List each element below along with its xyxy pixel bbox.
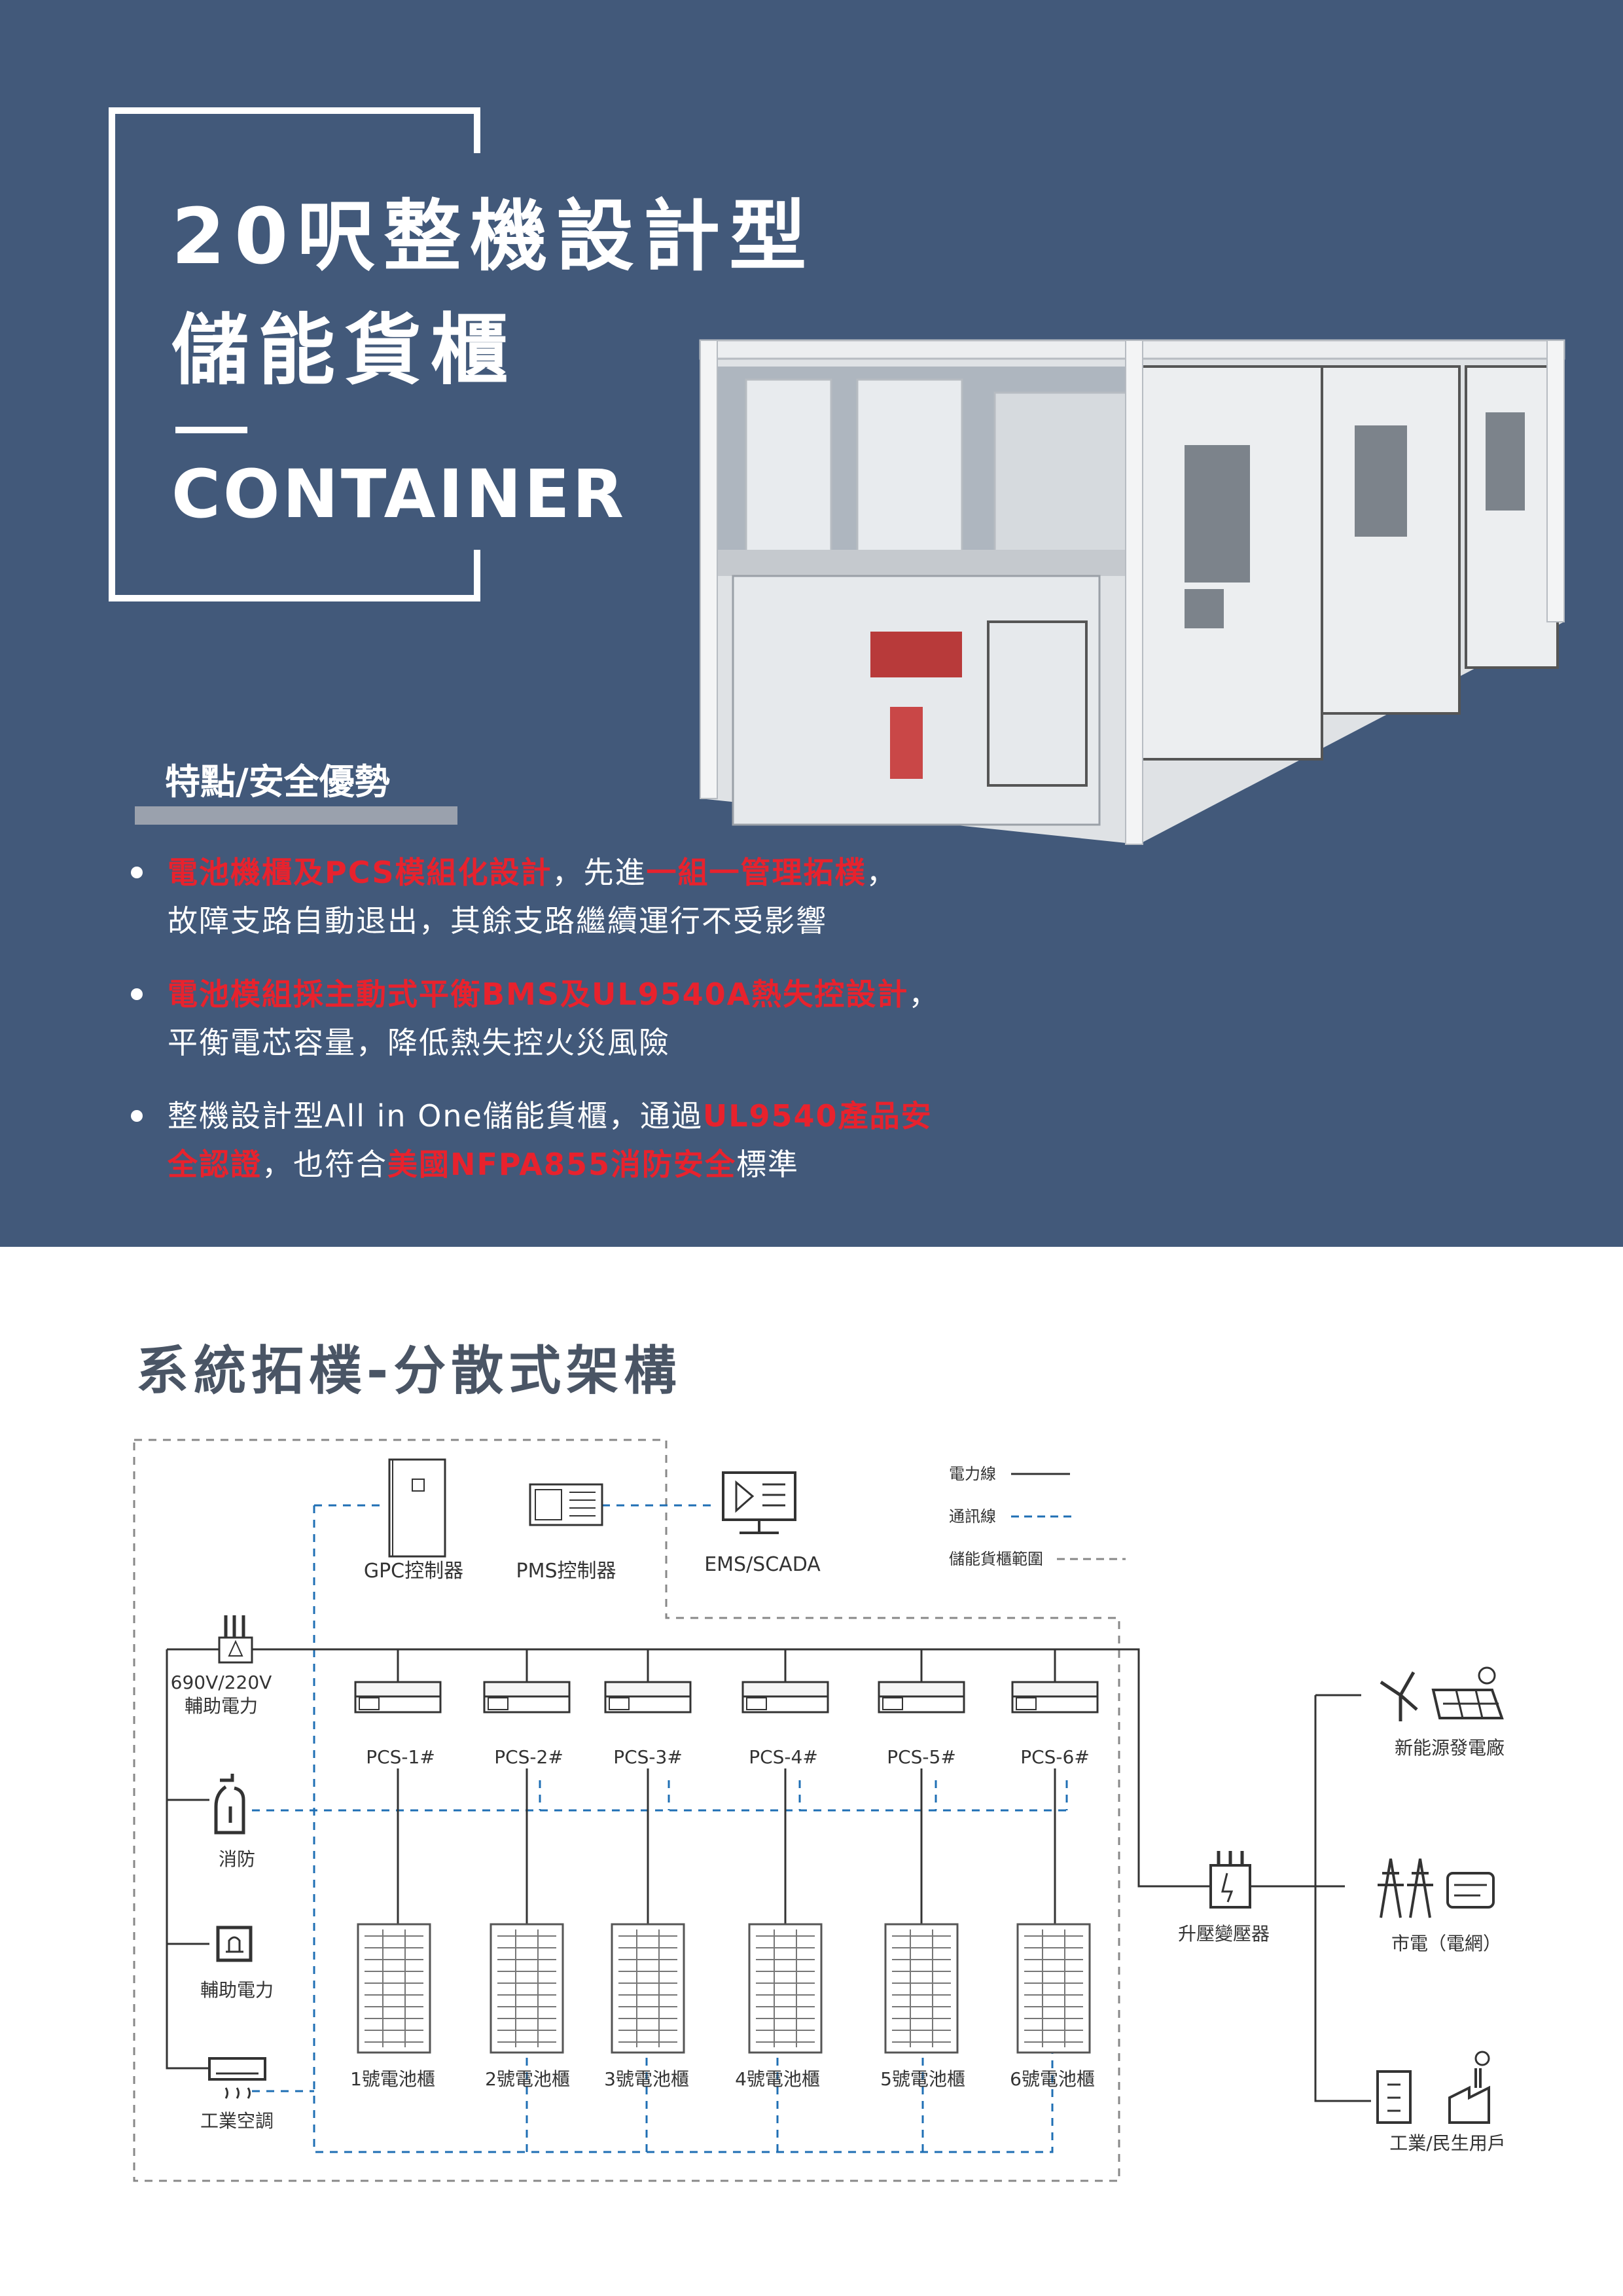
ems-label: EMS/SCADA	[704, 1553, 821, 1576]
power-lines	[166, 1648, 1371, 2102]
battery-rack-icon	[357, 1923, 431, 2054]
feature-item-1: 電池機櫃及PCS模組化設計，先進一組一管理拓樸， 故障支路自動退出，其餘支路繼續…	[131, 848, 995, 945]
title-divider	[175, 427, 247, 433]
gpc-label: GPC控制器	[364, 1560, 463, 1583]
air-conditioner-icon	[208, 2057, 266, 2099]
topology-diagram: GPC控制器 PMS控制器 EMS/SCADA 電力線 通訊線 儲能貨櫃範圍 6…	[133, 1439, 1506, 2182]
battery-label: 1號電池櫃	[350, 2068, 435, 2090]
aircon-label: 工業空調	[200, 2110, 274, 2132]
aux-power-label: 輔助電力	[185, 1695, 258, 1717]
feature-1-text-b: ，	[866, 855, 898, 890]
feature-line: 全認證，也符合美國NFPA855消防安全標準	[168, 1140, 995, 1189]
pcs-label: PCS-4#	[749, 1746, 818, 1768]
battery-rack-icon	[490, 1923, 564, 2054]
pcs-row: PCS-1# PCS-2# PCS-3# PCS-4# PCS-5# PCS-6…	[354, 1681, 1099, 1768]
battery-rack-icon	[748, 1923, 823, 2054]
frame-bottom	[109, 595, 480, 601]
feature-3-highlight-b: 全認證	[168, 1147, 262, 1182]
feature-line: 平衡電芯容量，降低熱失控火災風險	[168, 1018, 995, 1067]
renewable-label: 新能源發電廠	[1395, 1737, 1505, 1759]
feature-1-highlight-b: 一組一管理拓樸	[646, 855, 866, 890]
step-up-transformer-icon	[1209, 1851, 1251, 1909]
legend-comm-label: 通訊線	[949, 1507, 996, 1526]
wind-solar-icon	[1380, 1666, 1504, 1721]
aux-voltage-label: 690V/220V	[171, 1672, 272, 1693]
feature-1-highlight-a: 電池機櫃及PCS模組化設計	[168, 855, 552, 890]
bullet-dot	[131, 988, 143, 1000]
frame-right-bottom	[474, 550, 480, 601]
grid-tower-icon	[1378, 1858, 1495, 1918]
grid-label: 市電（電網）	[1391, 1933, 1501, 1954]
hero-section: 20呎整機設計型 儲能貨櫃 CONTAINER 特點/安全優勢	[0, 0, 1623, 1247]
fire-extinguisher-icon	[214, 1774, 245, 1835]
feature-2-line2: 平衡電芯容量，降低熱失控火災風險	[168, 1025, 670, 1060]
feature-1-text-a: ，先進	[552, 855, 647, 890]
ems-monitor-icon	[722, 1471, 796, 1534]
bullet-dot	[131, 867, 143, 878]
page-title-line1: 20呎整機設計型	[171, 191, 816, 281]
pcs-unit-icon	[604, 1681, 692, 1713]
battery-rack-icon	[884, 1923, 959, 2054]
features-underline	[135, 806, 457, 825]
frame-right-top	[474, 107, 480, 153]
topology-title: 系統拓樸-分散式架構	[136, 1340, 682, 1401]
page-title-line2: 儲能貨櫃	[171, 305, 518, 395]
battery-label: 6號電池櫃	[1010, 2068, 1095, 2090]
pcs-label: PCS-2#	[494, 1746, 563, 1768]
battery-label: 4號電池櫃	[735, 2068, 820, 2090]
pcs-label: PCS-1#	[366, 1746, 435, 1768]
feature-3-text-c: 標準	[736, 1147, 800, 1182]
pcs-unit-icon	[741, 1681, 829, 1713]
container-scope-boundary	[133, 1439, 1120, 2182]
battery-label: 5號電池櫃	[880, 2068, 965, 2090]
transformer-label: 升壓變壓器	[1178, 1923, 1270, 1945]
container-illustration	[699, 339, 1565, 845]
pcs-label: PCS-6#	[1020, 1746, 1090, 1768]
feature-line: 故障支路自動退出，其餘支路繼續運行不受影響	[168, 897, 995, 945]
battery-label: 2號電池櫃	[485, 2068, 570, 2090]
pcs-unit-icon	[1011, 1681, 1099, 1713]
aux-power2-label: 輔助電力	[200, 1979, 274, 2001]
legend-power-label: 電力線	[949, 1465, 996, 1483]
feature-3-highlight-a: UL9540產品安	[702, 1098, 933, 1134]
frame-top	[109, 107, 480, 114]
aux-power-alarm-icon	[216, 1926, 253, 1962]
page-title-en: CONTAINER	[171, 456, 627, 533]
feature-2-highlight-a: 電池模組採主動式平衡BMS及UL9540A熱失控設計	[168, 977, 909, 1012]
legend: 電力線 通訊線 儲能貨櫃範圍	[949, 1465, 1126, 1568]
feature-line: 整機設計型All in One儲能貨櫃，通過UL9540產品安	[168, 1092, 995, 1140]
pcs-label: PCS-5#	[887, 1746, 956, 1768]
battery-rack-icon	[611, 1923, 685, 2054]
pms-controller-icon	[529, 1483, 603, 1526]
aux-transformer-icon	[218, 1615, 253, 1664]
consumer-label: 工業/民生用戶	[1389, 2132, 1505, 2154]
pcs-label: PCS-3#	[613, 1746, 683, 1768]
factory-building-icon	[1376, 2051, 1490, 2124]
feature-item-3: 整機設計型All in One儲能貨櫃，通過UL9540產品安 全認證，也符合美…	[131, 1092, 995, 1189]
gpc-controller-icon	[388, 1458, 446, 1558]
battery-label: 3號電池櫃	[604, 2068, 689, 2090]
frame-left	[109, 107, 115, 601]
pcs-unit-icon	[878, 1681, 965, 1713]
battery-row: 1號電池櫃 2號電池櫃 3號電池櫃 4號電池櫃 5號電池櫃 6號電池櫃	[350, 1923, 1095, 2090]
feature-3-text-b: ，也符合	[262, 1147, 387, 1182]
fire-label: 消防	[219, 1848, 255, 1870]
pcs-unit-icon	[483, 1681, 571, 1713]
feature-1-line2: 故障支路自動退出，其餘支路繼續運行不受影響	[168, 903, 827, 939]
features-heading: 特點/安全優勢	[165, 761, 390, 802]
feature-3-text-a: 整機設計型All in One儲能貨櫃，通過	[168, 1098, 703, 1134]
feature-item-2: 電池模組採主動式平衡BMS及UL9540A熱失控設計， 平衡電芯容量，降低熱失控…	[131, 970, 995, 1067]
pms-label: PMS控制器	[516, 1560, 616, 1583]
pcs-unit-icon	[354, 1681, 442, 1713]
battery-rack-icon	[1016, 1923, 1091, 2054]
feature-3-highlight-c: 美國NFPA855消防安全	[387, 1147, 737, 1182]
comm-lines	[252, 1504, 1068, 2153]
features-list: 電池機櫃及PCS模組化設計，先進一組一管理拓樸， 故障支路自動退出，其餘支路繼續…	[131, 848, 995, 1213]
feature-line: 電池模組採主動式平衡BMS及UL9540A熱失控設計，	[168, 970, 995, 1018]
bullet-dot	[131, 1110, 143, 1122]
legend-scope-label: 儲能貨櫃範圍	[949, 1550, 1043, 1568]
feature-2-text-a: ，	[908, 977, 940, 1012]
feature-line: 電池機櫃及PCS模組化設計，先進一組一管理拓樸，	[168, 848, 995, 897]
